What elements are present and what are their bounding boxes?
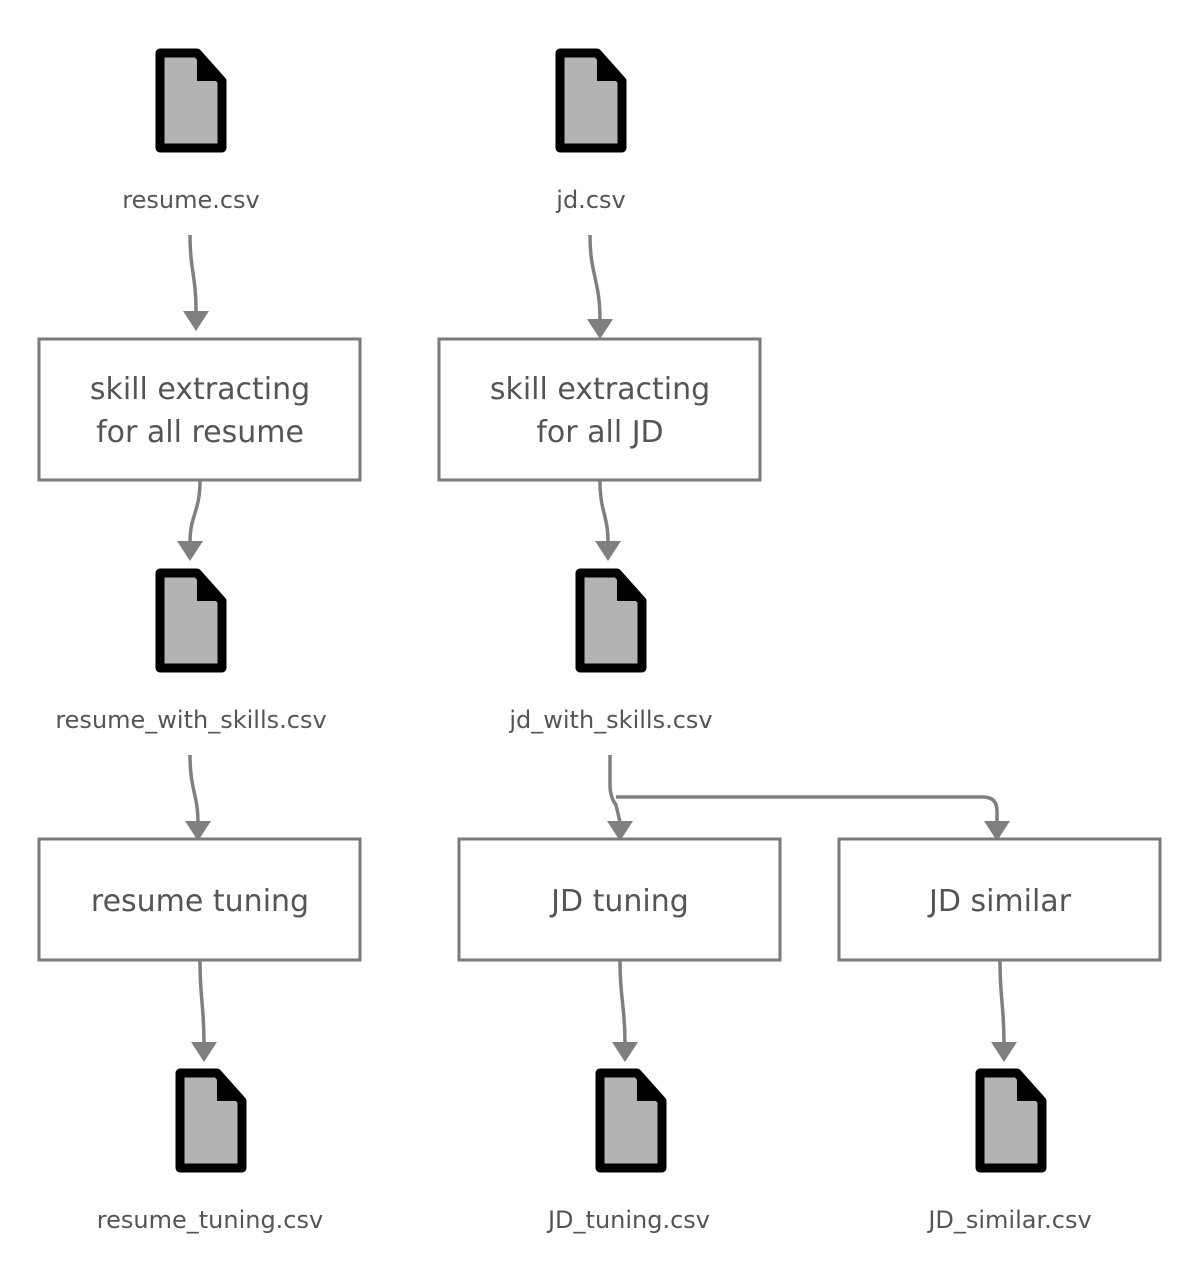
file-label: resume_with_skills.csv — [55, 706, 326, 734]
process-label: resume tuning — [91, 884, 309, 919]
file-node-jd-csv[interactable]: jd.csv — [555, 53, 625, 214]
file-label: jd.csv — [555, 186, 625, 214]
process-label-line1: skill extracting — [90, 372, 310, 407]
file-label: resume_tuning.csv — [97, 1206, 323, 1234]
process-box — [37, 837, 362, 962]
edge-resume-skills-to-tuning — [185, 754, 211, 841]
file-node-resume-csv[interactable]: resume.csv — [122, 53, 260, 214]
process-label-line1: skill extracting — [490, 372, 710, 407]
edge-jd-skills-to-jd-tuning — [607, 755, 633, 841]
edge-jd-skills-to-jd-similar — [616, 795, 1010, 841]
file-node-jd-similar[interactable]: JD_similar.csv — [926, 1073, 1092, 1234]
document-icon — [160, 573, 222, 668]
process-resume-tuning[interactable]: resume tuning — [37, 837, 362, 962]
process-label-line2: for all JD — [536, 415, 663, 450]
edges — [177, 234, 1017, 1062]
process-jd-tuning[interactable]: JD tuning — [457, 837, 782, 962]
edge-resume-tuning-to-file — [191, 960, 217, 1062]
process-label: JD tuning — [549, 884, 689, 919]
process-jd-similar[interactable]: JD similar — [837, 837, 1162, 962]
file-node-jd-tuning[interactable]: JD_tuning.csv — [546, 1073, 710, 1234]
process-label: JD similar — [927, 884, 1072, 919]
document-icon — [160, 53, 222, 148]
document-icon — [600, 1073, 662, 1168]
process-box — [37, 337, 362, 482]
file-label: jd_with_skills.csv — [508, 706, 712, 734]
file-label: JD_tuning.csv — [546, 1206, 710, 1234]
process-skill-extract-jd[interactable]: skill extracting for all JD — [437, 337, 762, 482]
edge-resume-to-extract — [183, 234, 209, 331]
file-label: resume.csv — [122, 186, 260, 214]
process-skill-extract-resume[interactable]: skill extracting for all resume — [37, 337, 362, 482]
process-label-line2: for all resume — [96, 415, 304, 450]
process-box — [437, 337, 762, 482]
edge-extract-jd-to-file — [595, 480, 621, 561]
process-box — [837, 837, 1162, 962]
file-node-resume-with-skills[interactable]: resume_with_skills.csv — [55, 573, 327, 734]
file-node-resume-tuning[interactable]: resume_tuning.csv — [97, 1073, 323, 1234]
file-label: JD_similar.csv — [926, 1206, 1091, 1234]
document-icon — [580, 573, 642, 668]
file-node-jd-with-skills[interactable]: jd_with_skills.csv — [508, 573, 713, 734]
edge-extract-resume-to-file — [177, 480, 203, 561]
document-icon — [180, 1073, 242, 1168]
edge-jd-to-extract — [587, 234, 613, 339]
edge-jd-tuning-to-file — [612, 960, 638, 1062]
edge-jd-similar-to-file — [991, 960, 1017, 1062]
document-icon — [560, 53, 622, 148]
document-icon — [980, 1073, 1042, 1168]
process-box — [457, 837, 782, 962]
